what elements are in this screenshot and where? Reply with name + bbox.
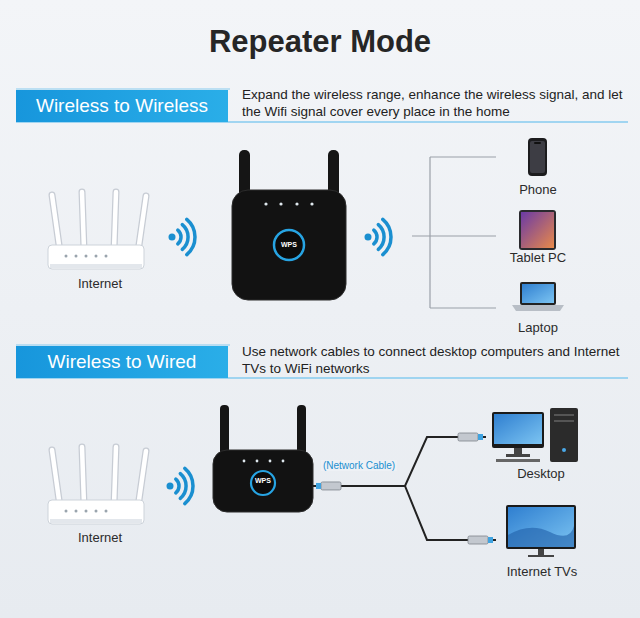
plug-clip: [478, 434, 483, 440]
repeater-node: WPS: [213, 450, 313, 512]
cable-label: (Network Cable): [321, 460, 397, 471]
bracket-line: [412, 235, 496, 236]
device-node: Laptop: [500, 278, 576, 336]
desktop-screen: [494, 414, 542, 444]
device-node: Desktop: [486, 404, 596, 482]
router-icon: [48, 447, 146, 524]
laptop-icon: [520, 282, 556, 305]
band-title: Wireless to Wired: [48, 351, 197, 373]
button-label: WPS: [281, 241, 297, 249]
tv-stand: [538, 549, 544, 555]
laptop-screen: [522, 284, 554, 303]
rj45-plug: [458, 433, 478, 441]
repeater-body: [213, 450, 313, 512]
monitor-stand: [506, 454, 530, 457]
bracket-line: [430, 156, 496, 157]
router-icon: [48, 192, 146, 269]
bracket-line: [429, 157, 430, 308]
band-title: Wireless to Wireless: [36, 95, 208, 117]
phone-icon: [528, 138, 547, 176]
desktop-tower: [550, 408, 578, 462]
tablet-icon: [519, 210, 556, 250]
led: [295, 202, 298, 205]
plug-clip: [316, 483, 321, 489]
device-node: Internet: [48, 445, 152, 546]
device-label: Tablet PC: [510, 250, 566, 266]
rj45-plug: [468, 536, 488, 544]
cable-plugs: [316, 433, 493, 544]
mode-band: Wireless to Wired: [16, 346, 228, 378]
monitor-stand: [514, 448, 522, 454]
tower-slot: [554, 420, 574, 422]
device-label: Phone: [519, 182, 557, 198]
device-node: Tablet PC: [500, 204, 576, 266]
wps-button: [274, 230, 304, 260]
description-text: Use network cables to connect desktop co…: [242, 343, 634, 377]
device-label: Internet TVs: [507, 564, 578, 580]
device-label: Internet: [78, 530, 122, 546]
wifi-symbol: [167, 468, 193, 503]
tower-slot: [554, 414, 574, 416]
device-label: Internet: [78, 276, 122, 292]
tablet-screen: [521, 212, 554, 248]
rj45-plug: [321, 482, 341, 490]
led: [269, 460, 272, 463]
led: [243, 460, 246, 463]
led: [256, 460, 259, 463]
tv-wave: [508, 526, 574, 547]
network-cable: [313, 437, 486, 486]
tv-stand: [528, 555, 554, 557]
device-node: Internet: [48, 190, 152, 292]
repeater-body: [232, 190, 346, 300]
phone-screen: [530, 141, 545, 173]
tower-light: [562, 448, 566, 452]
laptop-base: [512, 305, 564, 311]
led: [310, 202, 313, 205]
phone-notch: [534, 142, 541, 144]
bracket-line: [430, 307, 496, 308]
led: [264, 202, 267, 205]
network-cable: [313, 486, 496, 540]
tv-screen: [508, 507, 574, 547]
keyboard: [496, 459, 540, 462]
tv-icon: [506, 505, 576, 549]
wifi-symbol: [365, 219, 391, 254]
desktop-monitor: [492, 412, 544, 448]
device-node: Internet TVs: [496, 500, 588, 580]
led: [279, 202, 282, 205]
device-label: Desktop: [517, 466, 565, 482]
plug-clip: [488, 537, 493, 543]
device-label: Laptop: [518, 320, 558, 336]
led: [282, 460, 285, 463]
description-text: Expand the wireless range, enhance the w…: [242, 86, 634, 120]
mode-band: Wireless to Wireless: [16, 90, 228, 122]
wifi-symbol: [169, 219, 195, 254]
page-title: Repeater Mode: [0, 24, 640, 60]
device-node: Phone: [500, 134, 576, 198]
repeater-node: WPS: [232, 190, 346, 300]
button-label: WPS: [255, 477, 271, 485]
wps-button: [251, 471, 275, 495]
